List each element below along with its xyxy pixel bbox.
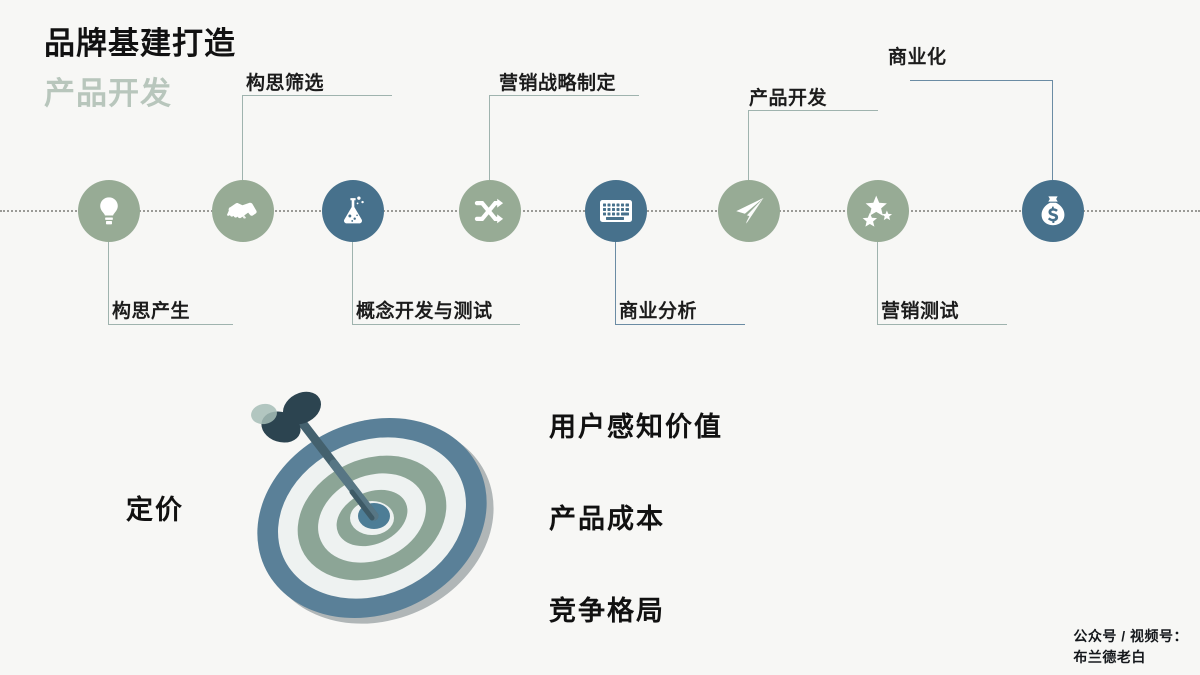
pricing-item-2: 产品成本 <box>549 504 665 534</box>
footer-line-1: 公众号 / 视频号： <box>1073 628 1188 645</box>
stage-label-3: 概念开发与测试 <box>356 301 493 322</box>
pricing-item-1: 用户感知价值 <box>549 412 723 442</box>
lightbulb-icon <box>92 194 126 228</box>
stage-label-7: 营销测试 <box>881 301 960 322</box>
stage-label-6: 产品开发 <box>749 88 828 109</box>
stage-label-2: 构思筛选 <box>246 73 325 94</box>
stage-label-4: 营销战略制定 <box>499 73 617 94</box>
timeline-node-3[interactable] <box>322 180 384 242</box>
stage-label-5: 商业分析 <box>619 301 698 322</box>
footer-line-2: 布兰德老白 <box>1073 648 1146 665</box>
handshake-icon <box>225 193 261 229</box>
timeline-node-1[interactable] <box>78 180 140 242</box>
pricing-item-3: 竞争格局 <box>549 596 665 626</box>
stars-icon <box>860 194 896 228</box>
timeline-node-6[interactable] <box>718 180 780 242</box>
money-bag-icon <box>1037 194 1069 228</box>
flask-icon <box>337 194 369 228</box>
timeline-node-8[interactable] <box>1022 180 1084 242</box>
timeline-node-5[interactable] <box>585 180 647 242</box>
pricing-title: 定价 <box>126 495 184 525</box>
page-subtitle: 产品开发 <box>44 76 172 111</box>
keyboard-icon <box>599 198 633 224</box>
timeline-node-4[interactable] <box>459 180 521 242</box>
stage-label-1: 构思产生 <box>112 301 191 322</box>
page-title: 品牌基建打造 <box>44 26 236 61</box>
paper-plane-icon <box>732 195 766 227</box>
timeline-node-7[interactable] <box>847 180 909 242</box>
dartboard-target-icon <box>222 378 522 633</box>
stage-label-8: 商业化 <box>888 47 947 68</box>
shuffle-icon <box>473 196 507 226</box>
pricing-items-list: 用户感知价值 产品成本 竞争格局 <box>549 405 723 675</box>
footer-credit: 公众号 / 视频号： 布兰德老白 <box>1073 626 1188 667</box>
timeline-node-2[interactable] <box>212 180 274 242</box>
